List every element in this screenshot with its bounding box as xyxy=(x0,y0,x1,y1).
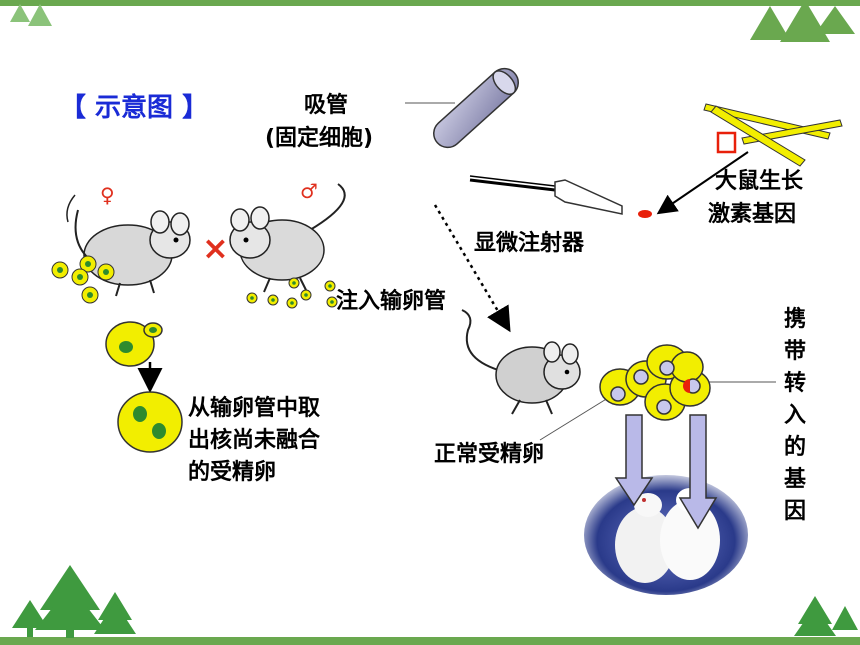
microinjector-label: 显微注射器 xyxy=(474,231,585,256)
page-title: 【 示意图 】 xyxy=(60,93,209,123)
take-egg-line3: 的受精卵 xyxy=(188,460,277,485)
male-mouse-icon xyxy=(229,183,346,293)
transgene-char: 基 xyxy=(783,467,806,492)
transgenic-mice-photo xyxy=(584,475,748,595)
gene-box xyxy=(716,131,737,154)
transgene-char: 的 xyxy=(783,435,806,460)
down-arrow-right xyxy=(678,414,718,530)
tree-decoration-top-left xyxy=(10,4,52,26)
normal-egg-pointer xyxy=(539,397,609,441)
gene-arrow xyxy=(656,151,749,215)
transgene-marker xyxy=(683,379,690,393)
pipette-label: 吸管 xyxy=(304,93,349,118)
dna-strands-icon xyxy=(703,103,843,167)
recipient-mouse-icon xyxy=(461,309,581,415)
egg-cluster xyxy=(599,344,711,421)
down-arrow-left xyxy=(614,414,654,507)
male-symbol: ♂ xyxy=(300,179,318,203)
pipette-icon xyxy=(433,67,519,149)
inject-label: 注入输卵管 xyxy=(336,289,447,314)
fertilized-egg-small xyxy=(105,321,163,367)
female-symbol: ♀ xyxy=(100,183,115,207)
cross-symbol: × xyxy=(202,229,229,267)
gene-label-line2: 激素基因 xyxy=(708,202,797,227)
injection-dotted-arrow xyxy=(433,204,511,333)
transgene-char: 携 xyxy=(783,307,806,332)
transgene-vertical-label: 携 带 转 入 的 基 因 xyxy=(780,304,810,528)
fertilized-egg-large xyxy=(117,391,183,453)
egg-cells-female xyxy=(51,255,115,304)
transgene-char: 带 xyxy=(783,339,806,364)
transgene-char: 入 xyxy=(783,403,806,428)
take-egg-line2: 出核尚未融合 xyxy=(188,428,321,453)
normal-egg-label: 正常受精卵 xyxy=(434,442,545,467)
transgene-char: 转 xyxy=(783,371,806,396)
pipette-note: (固定细胞) xyxy=(265,126,374,151)
bottom-band xyxy=(0,637,860,645)
microinjector-icon xyxy=(469,175,623,215)
sperm-cells-male xyxy=(246,277,338,309)
gene-label-line1: 大鼠生长 xyxy=(715,169,804,194)
tree-decoration-bottom-right xyxy=(794,596,858,636)
top-band xyxy=(0,0,860,6)
tree-decoration-bottom-left xyxy=(12,565,136,638)
gene-fragment-dot xyxy=(638,210,652,218)
tree-decoration-top-right xyxy=(750,0,855,42)
take-egg-line1: 从输卵管中取 xyxy=(188,396,321,421)
transgene-char: 因 xyxy=(783,499,806,524)
